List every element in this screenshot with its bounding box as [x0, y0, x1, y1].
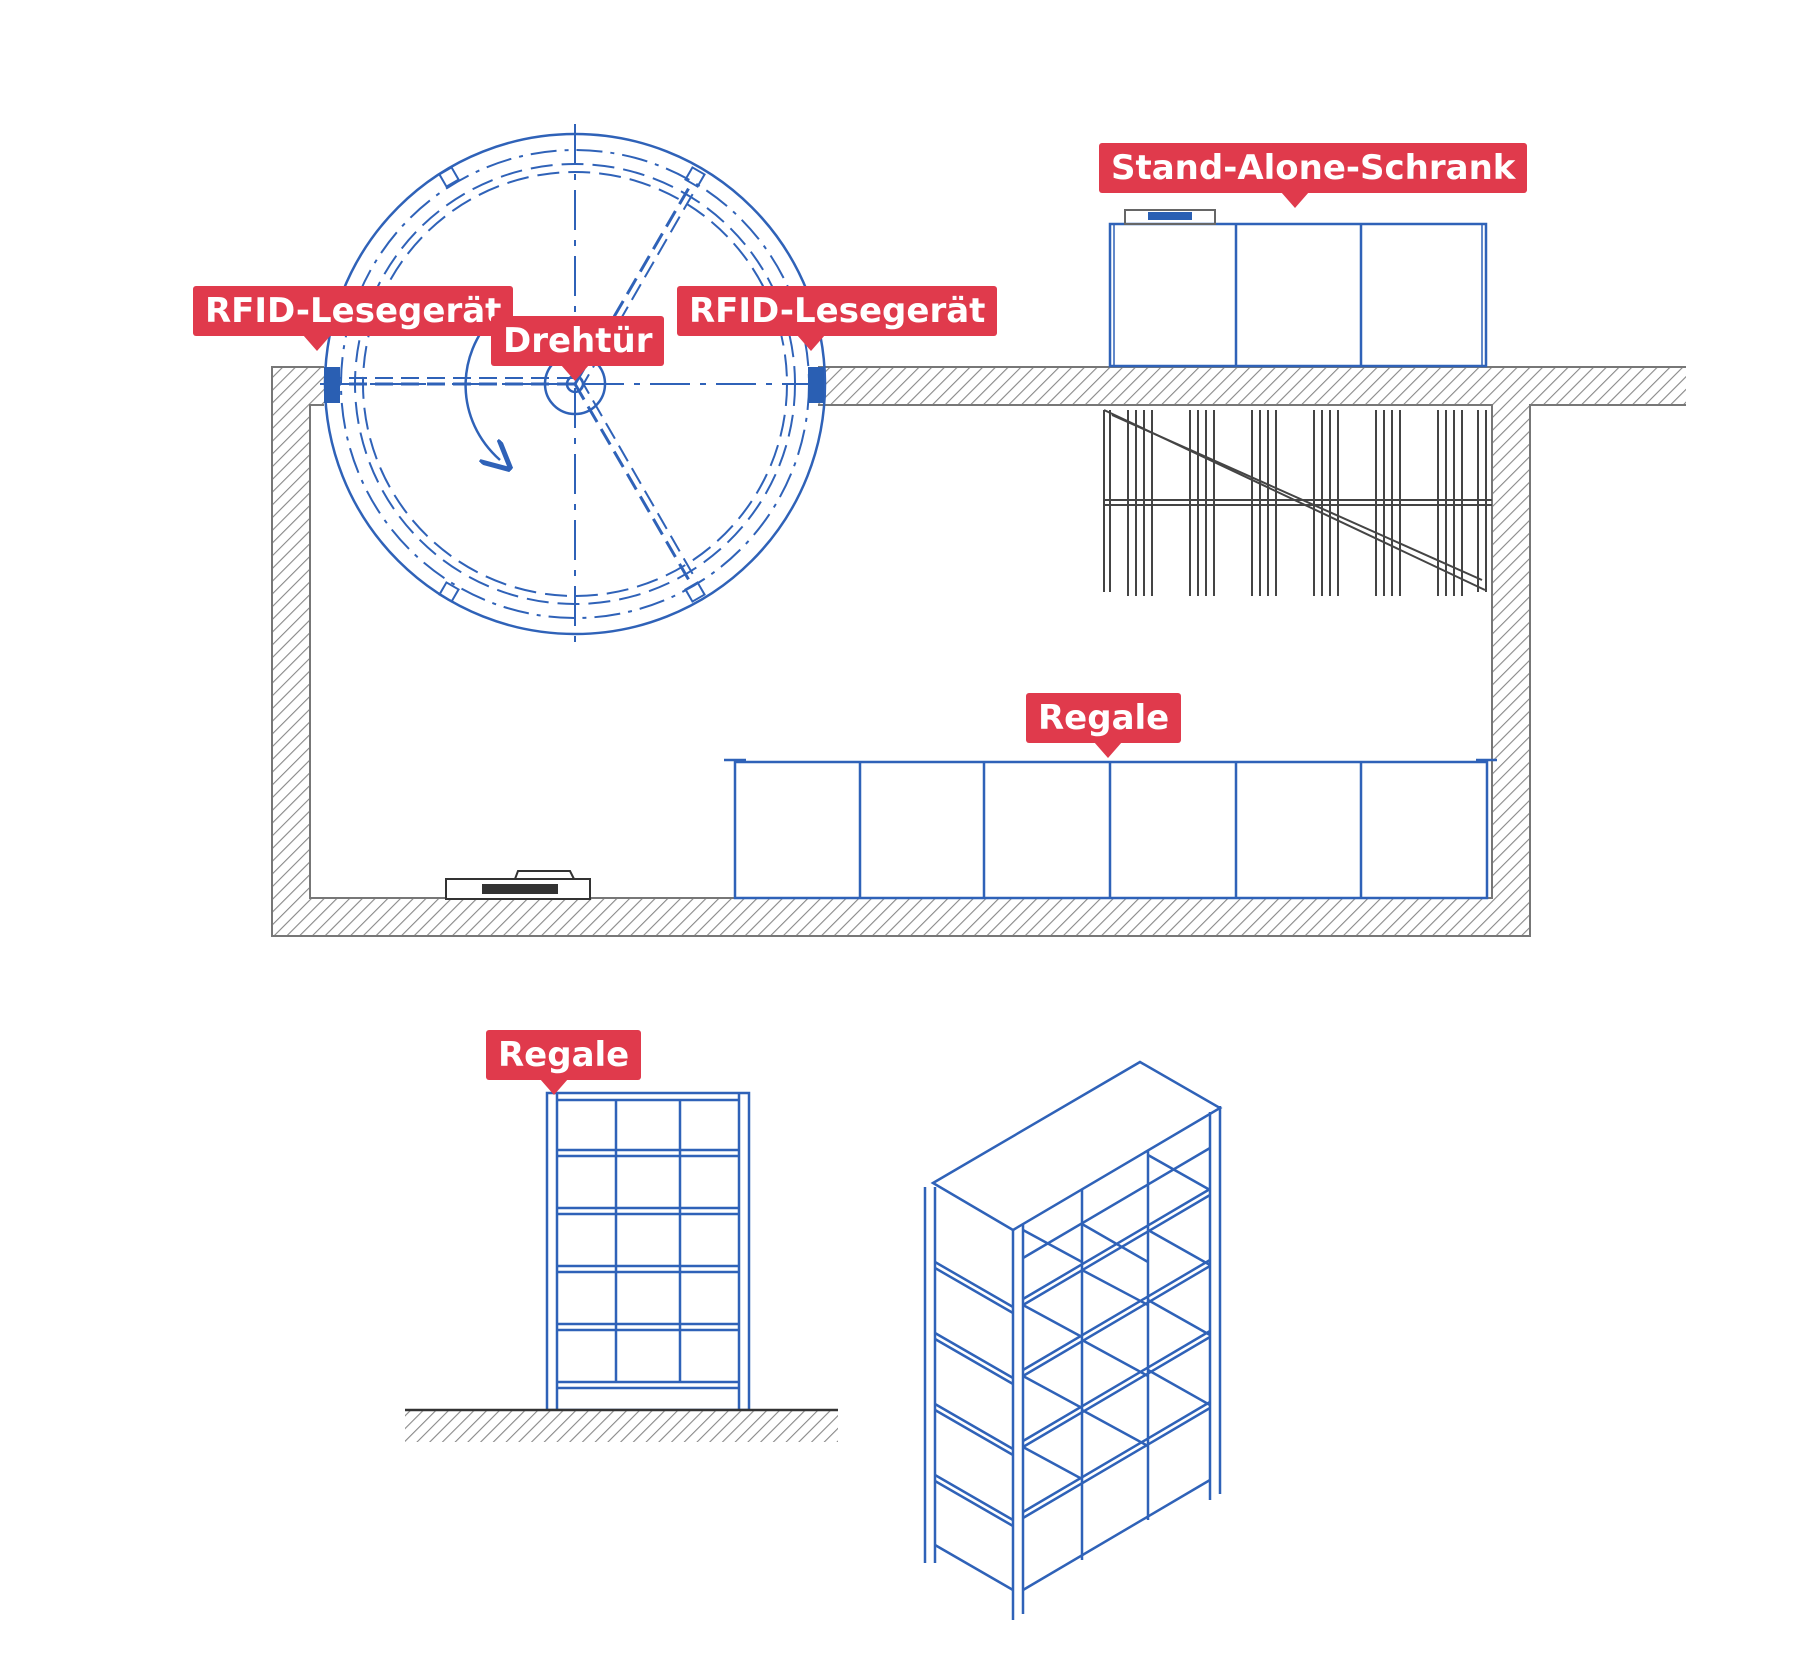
floor-device	[445, 870, 591, 900]
label-pointer	[561, 365, 589, 381]
label-shelves-plan: Regale	[1026, 693, 1182, 758]
label-revolving-door-text: Drehtür	[503, 321, 653, 361]
label-shelves-front-text: Regale	[498, 1035, 630, 1075]
label-pointer	[1281, 192, 1309, 208]
plan-shelves	[724, 758, 1497, 900]
label-rfid-reader-right-text: RFID-Lesegerät	[689, 291, 986, 331]
label-rfid-reader-right: RFID-Lesegerät	[677, 286, 998, 351]
rfid-reader-right-icon	[808, 367, 824, 403]
front-shelf	[545, 1091, 751, 1412]
cabinet-rails	[1103, 409, 1492, 596]
label-shelves-front: Regale	[486, 1030, 642, 1095]
label-shelves-plan-text: Regale	[1038, 698, 1170, 738]
stand-alone-cabinet	[1108, 209, 1488, 368]
isometric-shelf	[923, 1060, 1223, 1620]
label-pointer	[797, 335, 825, 351]
rfid-reader-left-icon	[324, 367, 340, 403]
revolving-door	[320, 124, 830, 648]
label-revolving-door: Drehtür	[491, 316, 665, 381]
label-rfid-reader-left-text: RFID-Lesegerät	[205, 291, 502, 331]
label-stand-alone-cabinet-text: Stand-Alone-Schrank	[1111, 148, 1516, 188]
label-pointer	[540, 1079, 568, 1095]
label-stand-alone-cabinet: Stand-Alone-Schrank	[1099, 143, 1528, 208]
label-rfid-reader-left: RFID-Lesegerät	[193, 286, 514, 351]
label-pointer	[1094, 742, 1122, 758]
label-pointer	[303, 335, 331, 351]
room-walls	[271, 366, 1686, 937]
ground	[405, 1408, 838, 1442]
